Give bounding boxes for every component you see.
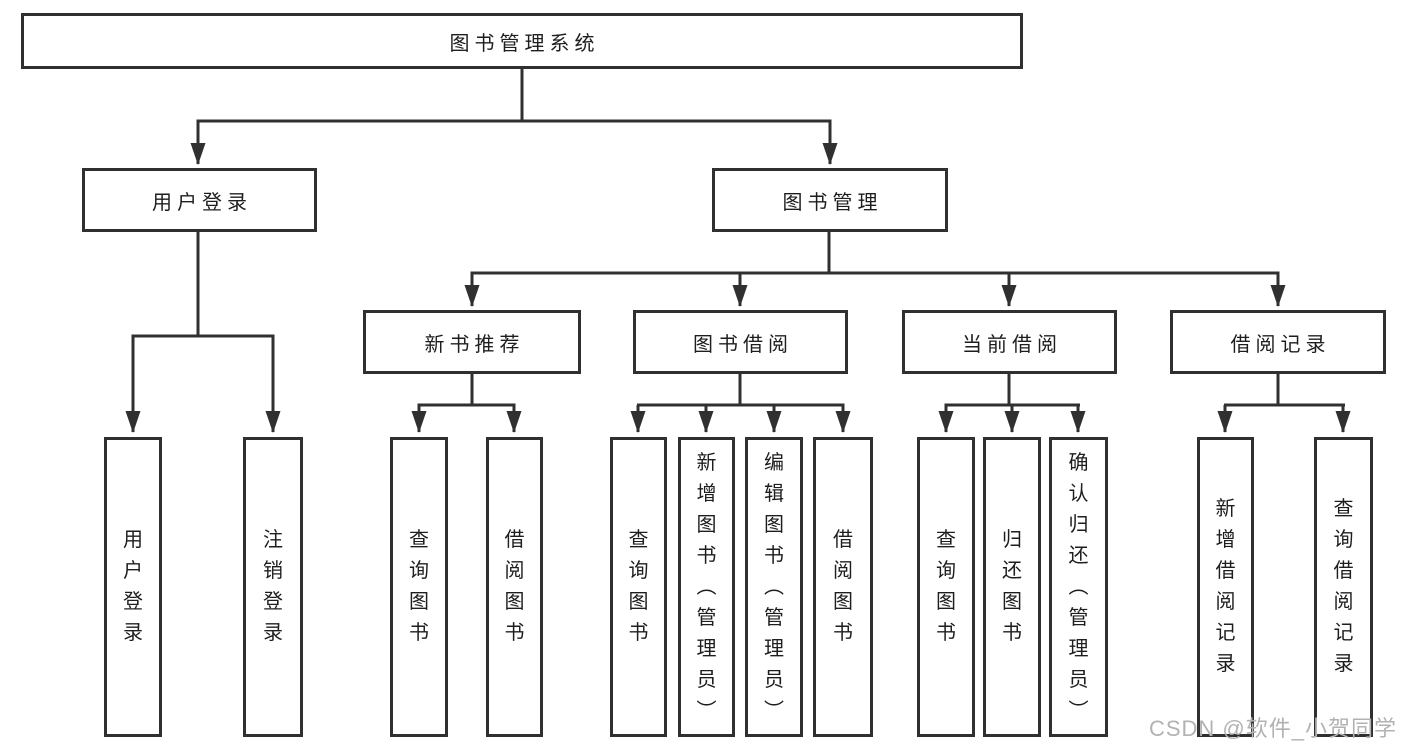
vertical-char: ︵ <box>696 575 717 598</box>
leaf-query-books-1: 查询图书 <box>390 437 448 737</box>
vertical-char: 管 <box>1068 606 1089 629</box>
vertical-char: 借 <box>504 529 525 551</box>
vertical-char: 确 <box>1068 451 1089 474</box>
vertical-char: 查 <box>936 529 956 551</box>
vertical-char: 图 <box>628 591 649 613</box>
watermark-text: CSDN @软件_小贺同学 <box>1148 716 1397 741</box>
leaf-edit-book-admin: 编辑图书 ︵ 管理员 ︶ <box>745 437 803 737</box>
leaf-borrow-books-2: 借阅图书 <box>813 437 873 737</box>
vertical-char: 登 <box>123 591 143 613</box>
node-borrow-records: 借阅记录 <box>1170 310 1386 374</box>
vertical-char: 归 <box>1068 513 1089 536</box>
vertical-char: 还 <box>1002 560 1022 582</box>
vertical-char: 书 <box>696 544 717 567</box>
vertical-char: 询 <box>936 560 956 582</box>
vertical-char: 记 <box>1333 622 1354 644</box>
vertical-char: 员 <box>1068 668 1089 691</box>
vertical-char: 图 <box>409 591 429 613</box>
vertical-char: 借 <box>1333 560 1354 582</box>
vertical-char: 书 <box>833 622 853 644</box>
vertical-char: 图 <box>504 591 525 613</box>
vertical-char: 员 <box>696 668 717 691</box>
vertical-char: 查 <box>1333 498 1354 520</box>
vertical-char: 编 <box>764 451 784 474</box>
node-library-system: 图书管理系统 <box>21 13 1023 69</box>
vertical-char: ︵ <box>1068 575 1089 598</box>
vertical-char: 图 <box>936 591 956 613</box>
vertical-char: 录 <box>123 622 143 644</box>
vertical-char: 图 <box>833 591 853 613</box>
vertical-char: 理 <box>764 637 784 660</box>
vertical-char: 录 <box>1215 653 1236 675</box>
vertical-char: 户 <box>123 560 143 582</box>
vertical-char: 理 <box>1068 637 1089 660</box>
vertical-char: 图 <box>1002 591 1022 613</box>
vertical-char: 书 <box>504 622 525 644</box>
vertical-char: ︶ <box>696 699 717 722</box>
leaf-return-book: 归还图书 <box>983 437 1041 737</box>
vertical-char: 阅 <box>504 560 525 582</box>
vertical-char: 增 <box>1215 529 1236 551</box>
vertical-char: 录 <box>1333 653 1354 675</box>
vertical-char: 阅 <box>1333 591 1354 613</box>
leaf-user-login: 用户登录 <box>104 437 162 737</box>
leaf-confirm-return-admin: 确认归还 ︵ 管理员 ︶ <box>1049 437 1108 737</box>
vertical-char: 登 <box>263 591 283 613</box>
vertical-char: ︶ <box>764 699 784 722</box>
vertical-char: 理 <box>696 637 717 660</box>
vertical-char: 认 <box>1068 482 1089 505</box>
vertical-char: 询 <box>628 560 649 582</box>
vertical-char: 增 <box>696 482 717 505</box>
vertical-char: 图 <box>764 513 784 536</box>
vertical-char: 查 <box>628 529 649 551</box>
vertical-char: 询 <box>1333 529 1354 551</box>
node-new-book-recommend: 新书推荐 <box>363 310 581 374</box>
leaf-query-borrow-record: 查询借阅记录 <box>1314 437 1373 737</box>
leaf-query-books-3: 查询图书 <box>917 437 975 737</box>
leaf-logout: 注销登录 <box>243 437 303 737</box>
leaf-add-borrow-record: 新增借阅记录 <box>1197 437 1254 737</box>
vertical-char: 书 <box>628 622 649 644</box>
vertical-char: 书 <box>1002 622 1022 644</box>
vertical-char: 新 <box>1215 498 1236 520</box>
vertical-char: 新 <box>696 451 717 474</box>
vertical-char: 辑 <box>764 482 784 505</box>
vertical-char: 书 <box>409 622 429 644</box>
vertical-char: 查 <box>409 529 429 551</box>
vertical-char: 管 <box>696 606 717 629</box>
vertical-char: 借 <box>833 529 853 551</box>
node-book-borrow: 图书借阅 <box>633 310 848 374</box>
leaf-add-book-admin: 新增图书 ︵ 管理员 ︶ <box>678 437 735 737</box>
vertical-char: 还 <box>1068 544 1089 567</box>
vertical-char: 员 <box>764 668 784 691</box>
vertical-char: 图 <box>696 513 717 536</box>
node-user-login: 用户登录 <box>82 168 317 232</box>
vertical-char: ︶ <box>1068 699 1089 722</box>
leaf-query-books-2: 查询图书 <box>610 437 667 737</box>
vertical-char: 注 <box>263 529 283 551</box>
node-current-borrow: 当前借阅 <box>902 310 1117 374</box>
vertical-char: 询 <box>409 560 429 582</box>
vertical-char: 书 <box>936 622 956 644</box>
vertical-char: 销 <box>263 560 283 582</box>
vertical-char: 录 <box>263 622 283 644</box>
vertical-char: 记 <box>1215 622 1236 644</box>
vertical-char: 归 <box>1002 529 1022 551</box>
vertical-char: 书 <box>764 544 784 567</box>
vertical-char: ︵ <box>764 575 784 598</box>
vertical-char: 管 <box>764 606 784 629</box>
vertical-char: 用 <box>123 529 143 551</box>
vertical-char: 阅 <box>833 560 853 582</box>
vertical-char: 阅 <box>1215 591 1236 613</box>
vertical-char: 借 <box>1215 560 1236 582</box>
leaf-borrow-books-1: 借阅图书 <box>486 437 543 737</box>
node-book-management: 图书管理 <box>712 168 948 232</box>
